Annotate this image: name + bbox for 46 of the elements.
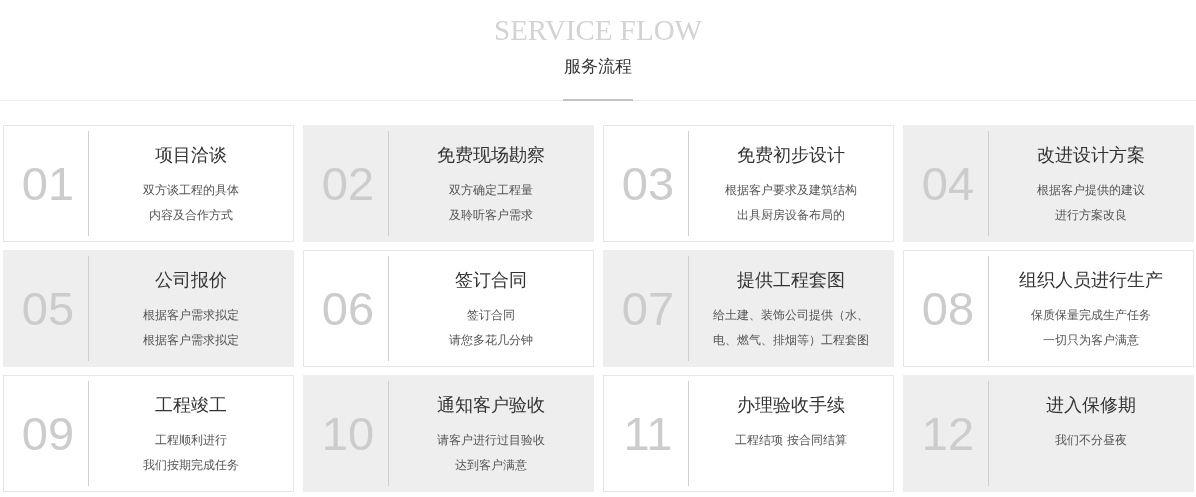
step-description: 我们按期完成任务	[143, 457, 239, 474]
step-title: 签订合同	[455, 268, 527, 292]
step-description: 根据客户需求拟定	[143, 332, 239, 349]
step-card	[3, 125, 294, 242]
step-title: 进入保修期	[1046, 393, 1136, 417]
step-title: 公司报价	[155, 268, 227, 292]
step-card	[3, 250, 294, 367]
step-card	[303, 125, 594, 242]
step-description: 保质保量完成生产任务	[1031, 307, 1151, 324]
step-card	[603, 125, 894, 242]
step-description: 我们不分昼夜	[1055, 432, 1127, 449]
step-card	[603, 375, 894, 492]
step-description: 请您多花几分钟	[449, 332, 533, 349]
step-description: 签订合同	[467, 307, 515, 324]
step-description: 工程结项 按合同结算	[735, 432, 847, 449]
step-title: 免费初步设计	[737, 143, 845, 167]
step-title: 通知客户验收	[437, 393, 545, 417]
step-title: 组织人员进行生产	[1019, 268, 1163, 292]
step-title: 办理验收手续	[737, 393, 845, 417]
step-description: 达到客户满意	[455, 457, 527, 474]
step-card	[903, 250, 1194, 367]
step-description: 内容及合作方式	[149, 207, 233, 224]
step-description: 根据客户提供的建议	[1037, 182, 1145, 199]
step-description: 根据客户需求拟定	[143, 307, 239, 324]
step-description: 根据客户要求及建筑结构	[725, 182, 857, 199]
step-title: 免费现场勘察	[437, 143, 545, 167]
step-description: 一切只为客户满意	[1043, 332, 1139, 349]
step-description: 进行方案改良	[1055, 207, 1127, 224]
step-description: 工程顺利进行	[155, 432, 227, 449]
step-card	[603, 250, 894, 367]
step-description: 及聆听客户需求	[449, 207, 533, 224]
step-card	[903, 125, 1194, 242]
step-title: 提供工程套图	[737, 268, 845, 292]
step-title: 工程竣工	[155, 393, 227, 417]
page-subtitle: 服务流程	[564, 55, 632, 77]
step-description: 双方确定工程量	[449, 182, 533, 199]
step-description: 给土建、装饰公司提供（水、电、燃气、排烟等）工程套图	[712, 307, 870, 349]
step-title: 改进设计方案	[1037, 143, 1145, 167]
step-description: 双方谈工程的具体	[143, 182, 239, 199]
step-card	[303, 250, 594, 367]
step-description: 出具厨房设备布局的	[737, 207, 845, 224]
step-title: 项目洽谈	[155, 143, 227, 167]
step-card	[3, 375, 294, 492]
step-description: 请客户进行过目验收	[437, 432, 545, 449]
step-card	[303, 375, 594, 492]
step-card	[903, 375, 1194, 492]
